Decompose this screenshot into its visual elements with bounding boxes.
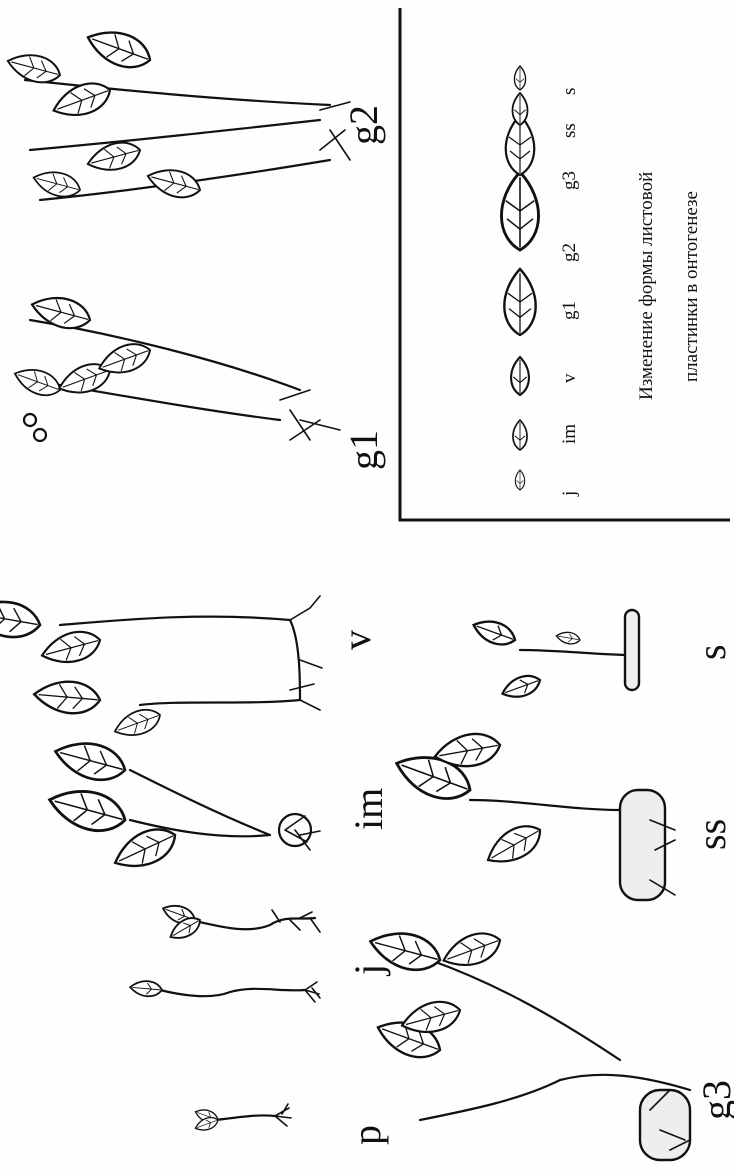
inset-caption-line1: Изменение формы листовой: [636, 172, 657, 400]
plant-g1: [11, 291, 340, 441]
label-j: j: [346, 964, 391, 977]
plant-g3: [366, 925, 690, 1160]
label-g2: g2: [341, 105, 386, 145]
inset-label-g2: g2: [559, 243, 580, 262]
label-g3: g3: [694, 1080, 734, 1120]
label-g1: g1: [341, 430, 386, 470]
inset-caption-line2: пластинки в онтогенезе: [681, 191, 702, 382]
plant-p: [194, 1104, 291, 1133]
plant-v: [0, 596, 322, 742]
plant-j: [129, 901, 320, 1002]
inset-label-v: v: [559, 373, 580, 383]
inset-label-im: im: [559, 424, 580, 444]
inset-label-j: j: [559, 491, 580, 497]
label-im: im: [346, 788, 391, 830]
label-p: p: [344, 1125, 389, 1145]
plant-im: [45, 735, 320, 877]
plant-g2: [5, 23, 350, 203]
inset-label-ss: ss: [559, 123, 580, 138]
label-ss: ss: [689, 819, 734, 850]
inset-label-s: s: [559, 88, 580, 95]
plant-ss: [390, 730, 675, 900]
label-s: s: [689, 644, 734, 660]
label-v: v: [334, 630, 379, 650]
plant-s: [470, 610, 639, 702]
inset-label-g3: g3: [559, 171, 580, 190]
inset-label-g1: g1: [559, 301, 580, 320]
